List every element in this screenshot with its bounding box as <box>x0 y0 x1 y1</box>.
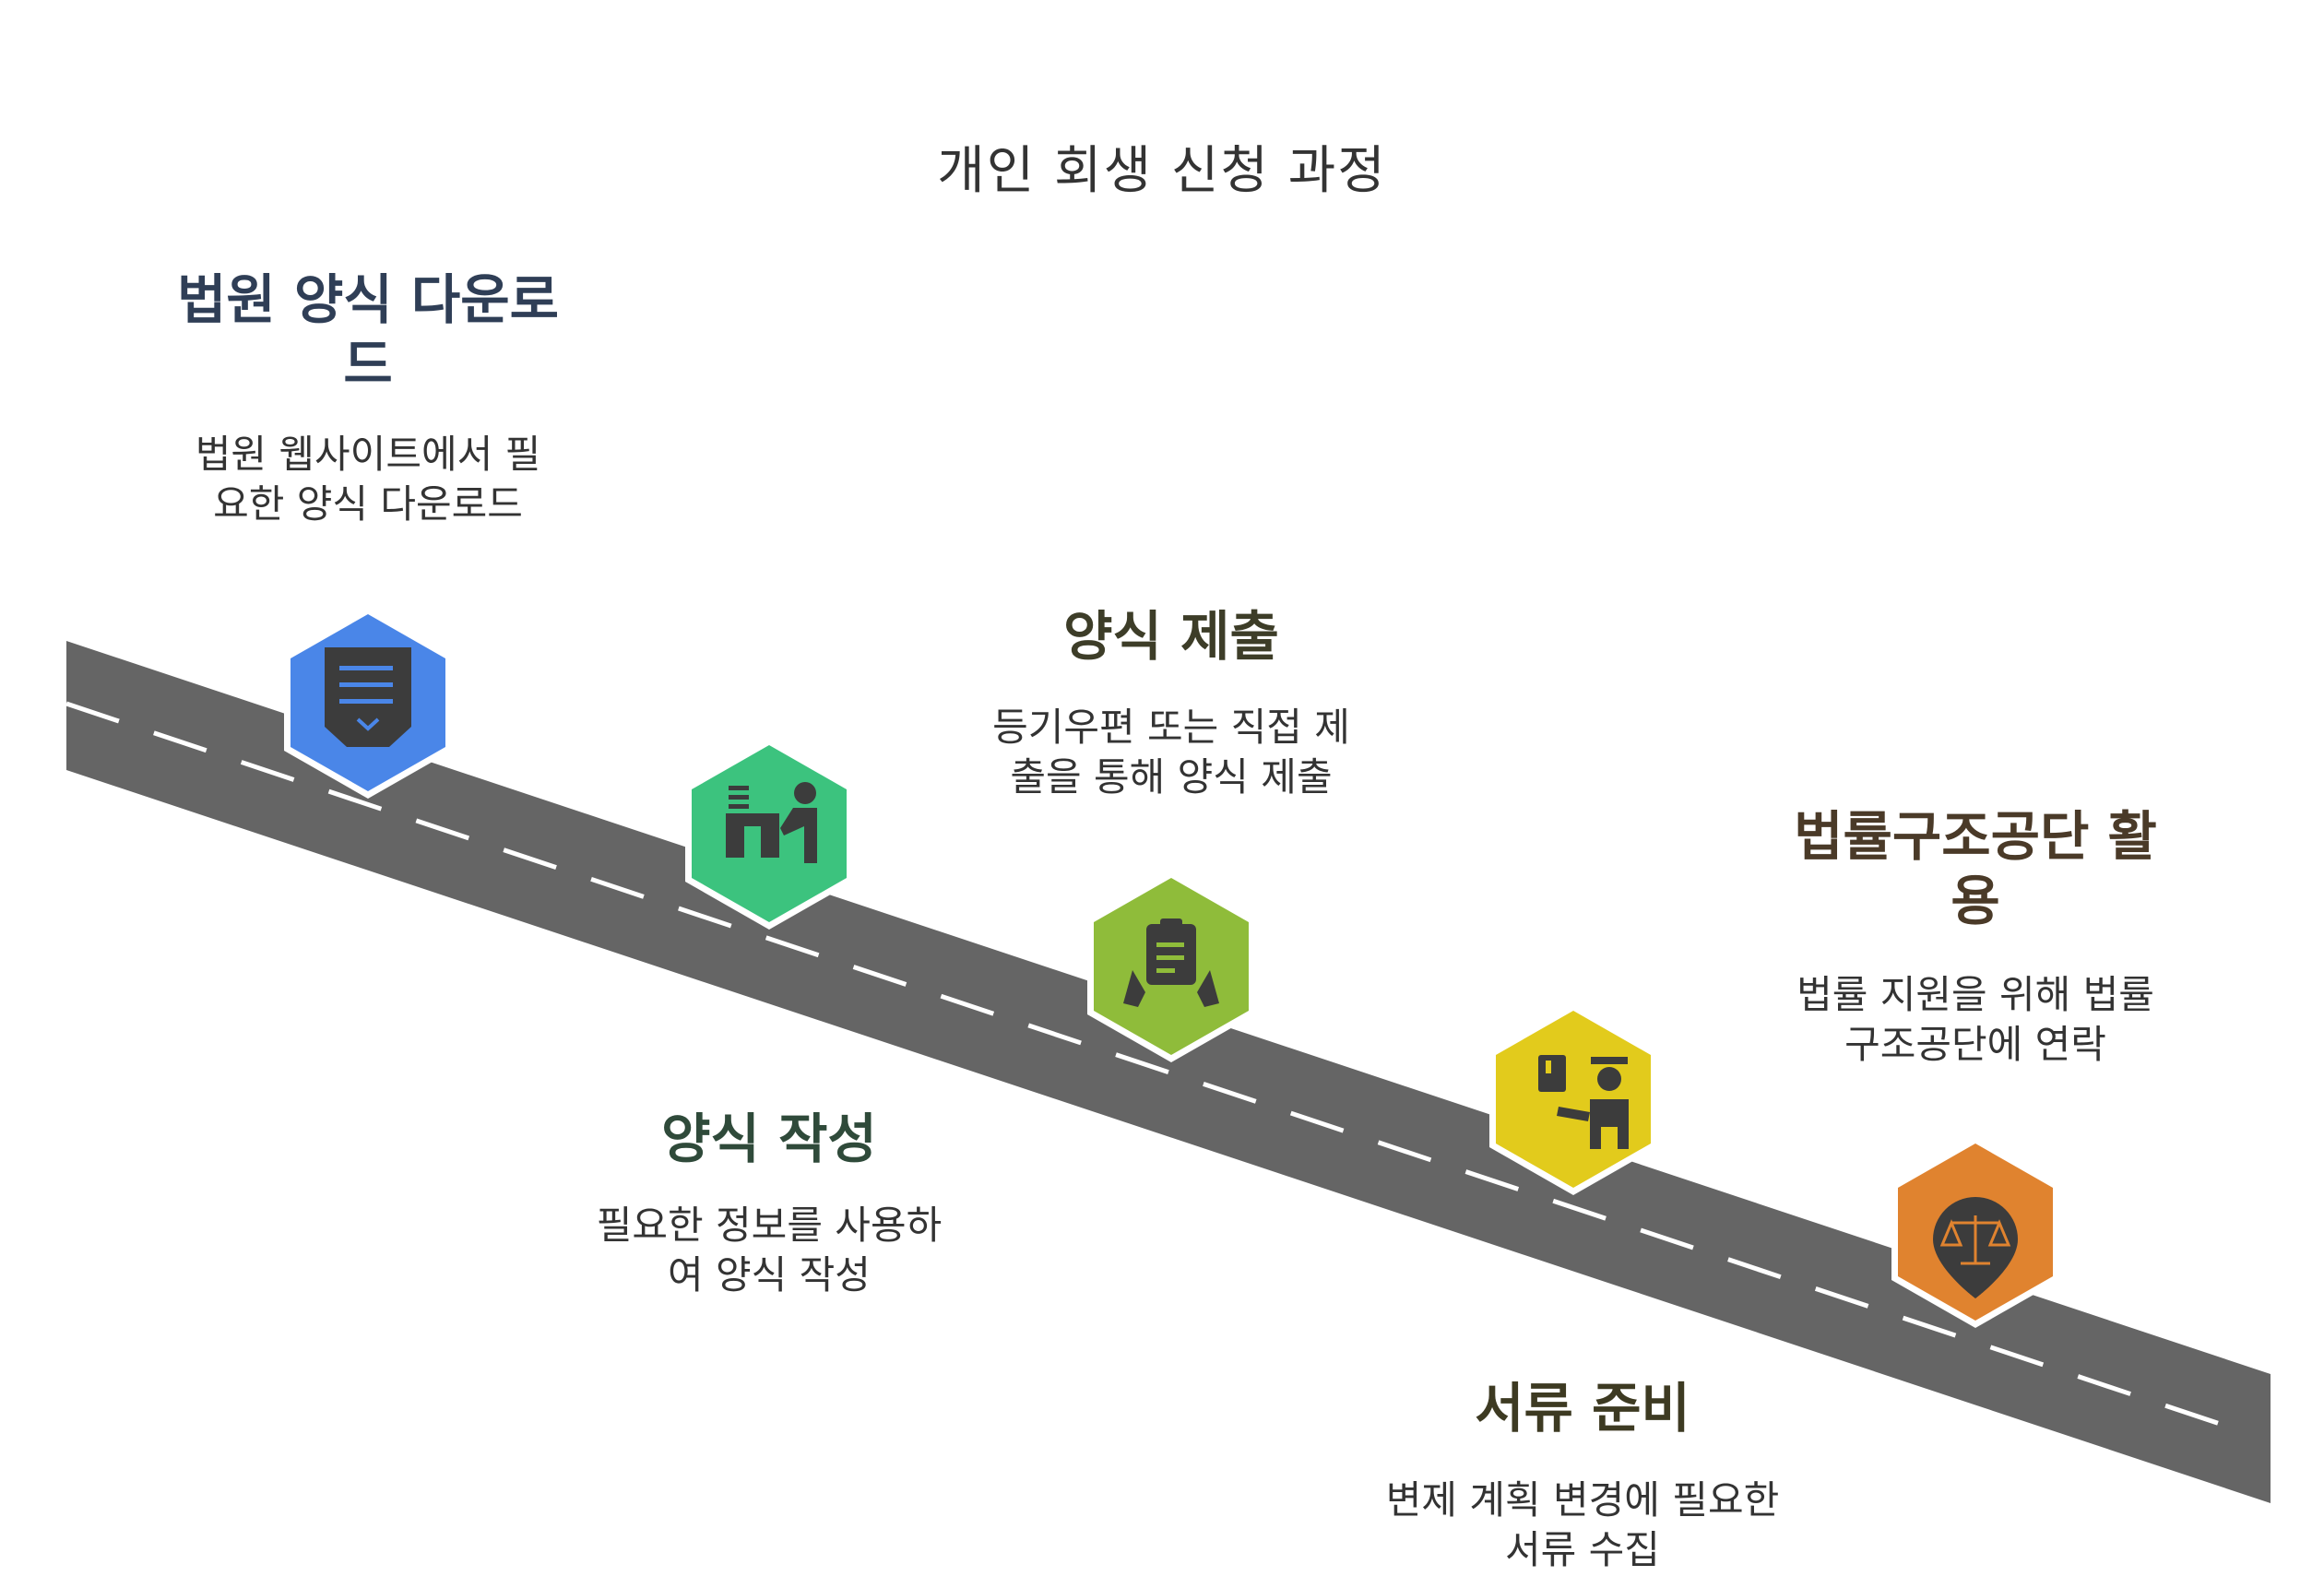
step-1-hexagon <box>284 607 452 799</box>
road <box>66 641 2271 1503</box>
step-1-title: 법원 양식 다운로드 <box>177 268 559 396</box>
step-4-title: 서류 준비 <box>1475 1377 1690 1440</box>
step-5-hexagon <box>1891 1136 2059 1328</box>
step-1-desc: 법원 웹사이트에서 필요한 양식 다운로드 <box>195 432 541 527</box>
person-at-desk-icon <box>726 782 817 863</box>
step-5-desc: 법률 지원을 위해 법률구조공단에 연락 <box>1796 972 2154 1067</box>
legal-scale-pin-icon <box>1933 1197 2018 1298</box>
document-download-icon <box>325 647 411 747</box>
road-center-dashes <box>65 701 2251 1437</box>
step-3-hexagon <box>1087 871 1255 1062</box>
hands-holding-form-icon <box>1123 918 1219 1007</box>
step-2-desc: 필요한 정보를 사용하여 양식 작성 <box>596 1203 943 1298</box>
officer-with-document-icon <box>1538 1055 1629 1149</box>
step-4-hexagon <box>1489 1003 1657 1195</box>
step-2-title: 양식 작성 <box>661 1108 877 1170</box>
step-2-hexagon <box>685 738 853 930</box>
step-3-desc: 등기우편 또는 직접 제출을 통해 양식 제출 <box>992 705 1350 800</box>
step-5-title: 법률구조공단 활용 <box>1794 805 2157 932</box>
page-title: 개인 회생 신청 과정 <box>937 141 1387 201</box>
step-4-desc: 변제 계획 변경에 필요한 서류 수집 <box>1385 1477 1780 1572</box>
step-3-title: 양식 제출 <box>1063 605 1279 668</box>
step-4-hexagon-fill <box>1496 1011 1651 1188</box>
